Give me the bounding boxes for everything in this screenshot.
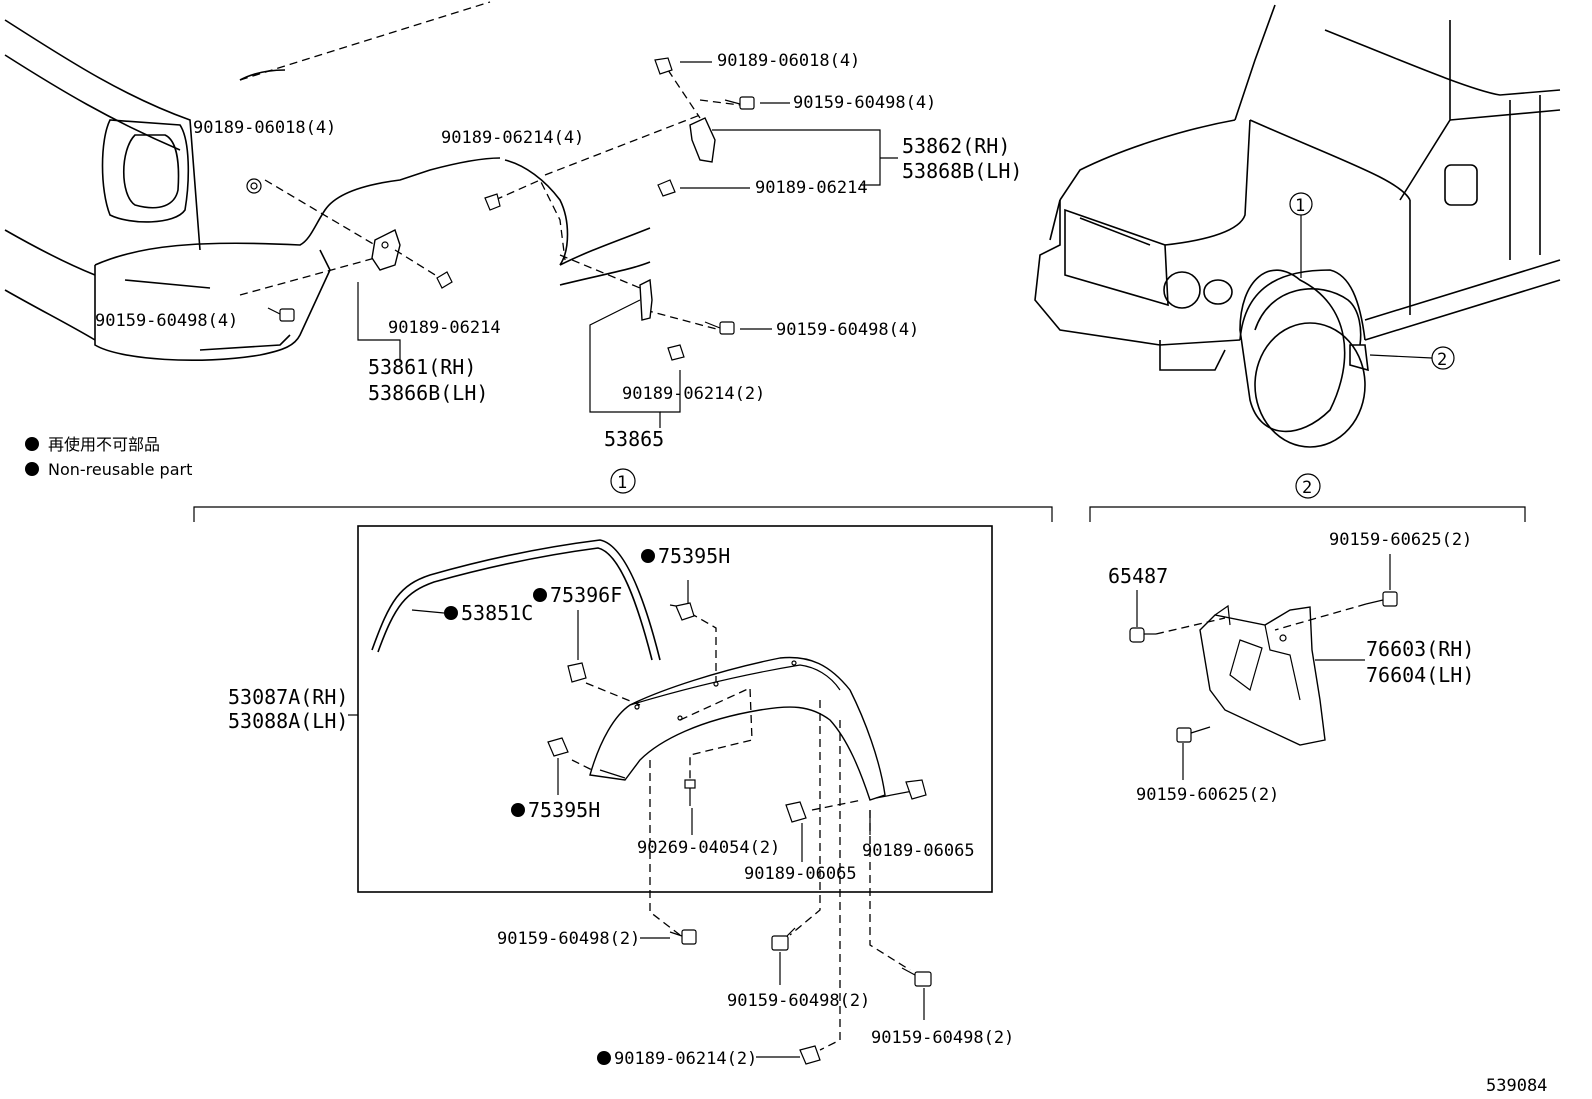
label-53866b-lh: 53866B(LH) — [368, 381, 488, 405]
label-90189-06214-2-bottom: 90189-06214(2) — [614, 1049, 757, 1069]
svg-text:1: 1 — [1295, 196, 1305, 216]
label-76603-rh: 76603(RH) — [1366, 637, 1474, 661]
label-90189-06214-4: 90189-06214(4) — [441, 128, 584, 148]
bullet-icon — [25, 437, 39, 451]
section-1-header: 1 — [193, 468, 1053, 522]
bracket-53865 — [639, 278, 653, 321]
label-90189-06018-4: 90189-06018(4) — [193, 118, 336, 138]
label-90159-60498-2-c: 90159-60498(2) — [871, 1028, 1014, 1048]
legend: 再使用不可部品 Non-reusable part — [25, 435, 192, 479]
label-90159-60625-top: 90159-60625(2) — [1329, 530, 1472, 550]
label-76604-lh: 76604(LH) — [1366, 663, 1474, 687]
label-90159-60625-bottom: 90159-60625(2) — [1136, 785, 1279, 805]
label-53851c: 53851C — [461, 601, 533, 625]
section-2-header: 2 — [1089, 473, 1526, 522]
label-90269-04054: 90269-04054(2) — [637, 838, 780, 858]
label-75395h-top: 75395H — [658, 544, 730, 568]
clip-icon — [657, 179, 676, 197]
bolt-icon — [704, 321, 735, 335]
callout-2-overview: 2 — [1369, 346, 1455, 370]
label-75396f: 75396F — [550, 583, 622, 607]
clip-90189-06065-icon — [905, 779, 927, 800]
non-reusable-bullet — [597, 1051, 611, 1065]
callout-1-overview: 1 — [1289, 192, 1313, 278]
label-90189-06214-2: 90189-06214(2) — [622, 384, 765, 404]
label-53088a-lh: 53088A(LH) — [228, 709, 348, 733]
clip-90189-06065-icon — [785, 801, 807, 823]
label-90189-06214-single: 90189-06214 — [755, 178, 868, 198]
clip-75395h-icon — [669, 602, 695, 621]
section-1-box — [357, 525, 993, 893]
bracket-53862 — [689, 117, 716, 163]
label-65487: 65487 — [1108, 564, 1168, 588]
label-90189-06065-a: 90189-06065 — [862, 841, 975, 861]
label-90159-60498-2-b: 90159-60498(2) — [727, 991, 870, 1011]
label-90159-60498-4-mid: 90159-60498(4) — [776, 320, 919, 340]
label-53861-rh: 53861(RH) — [368, 355, 476, 379]
figure-id: 539084 — [1486, 1076, 1547, 1096]
label-53868b-lh: 53868B(LH) — [902, 159, 1022, 183]
label-90159-60498-4-top: 90159-60498(4) — [793, 93, 936, 113]
bolt-icon — [669, 929, 697, 945]
fender-flare-53087a — [589, 656, 886, 801]
bolt-icon — [1176, 726, 1211, 743]
screw-90269-icon — [684, 779, 696, 806]
clip-icon — [436, 271, 453, 289]
clip-icon — [654, 57, 673, 75]
bolt-icon — [724, 96, 755, 110]
bolt-icon — [771, 927, 796, 951]
clip-icon — [246, 178, 262, 194]
clip-icon — [484, 193, 501, 211]
non-reusable-bullet — [511, 803, 525, 817]
clip-75395h-icon — [547, 737, 569, 757]
clip-75396f-icon — [567, 662, 587, 683]
non-reusable-bullet — [444, 606, 458, 620]
bolt-icon — [901, 967, 932, 987]
non-reusable-bullet — [641, 549, 655, 563]
label-90189-06018-4-top: 90189-06018(4) — [717, 51, 860, 71]
bracket-53861 — [371, 229, 401, 271]
bullet-icon — [25, 462, 39, 476]
label-75395h-bottom: 75395H — [528, 798, 600, 822]
mudflap-76603 — [1199, 604, 1326, 746]
clip-icon — [799, 1045, 821, 1065]
bolt-icon — [267, 307, 295, 322]
bolt-icon — [1365, 591, 1398, 607]
svg-text:2: 2 — [1437, 350, 1447, 370]
moulding-53851c — [371, 539, 661, 661]
label-90189-06065-b: 90189-06065 — [744, 864, 857, 884]
label-90159-60498-2-a: 90159-60498(2) — [497, 929, 640, 949]
callout-1: 1 — [617, 473, 627, 493]
label-53087a-rh: 53087A(RH) — [228, 685, 348, 709]
vehicle-front-sketch — [4, 1, 651, 362]
legend-text-jp: 再使用不可部品 — [48, 435, 160, 454]
label-53862-rh: 53862(RH) — [902, 134, 1010, 158]
non-reusable-bullet — [533, 588, 547, 602]
vehicle-overview-sketch — [1034, 4, 1561, 448]
callout-2: 2 — [1302, 478, 1312, 498]
label-90159-60498-4: 90159-60498(4) — [95, 311, 238, 331]
legend-text-en: Non-reusable part — [48, 460, 192, 479]
label-90189-06214: 90189-06214 — [388, 318, 501, 338]
nut-65487-icon — [1129, 627, 1156, 643]
clip-icon — [667, 344, 685, 361]
label-53865: 53865 — [604, 427, 664, 451]
